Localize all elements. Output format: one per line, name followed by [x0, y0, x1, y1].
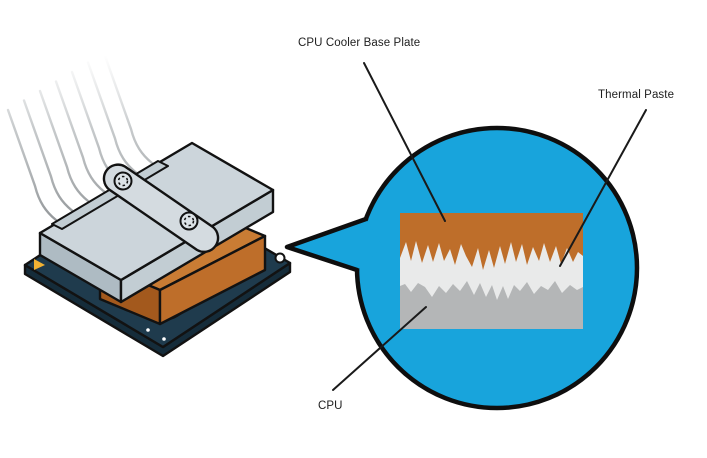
cpu-leader-line [332, 306, 427, 391]
pin1-marker-icon [34, 259, 45, 270]
cpu-label: CPU [318, 400, 343, 412]
thermal-paste-label: Thermal Paste [598, 89, 675, 101]
cpu-layer [400, 281, 583, 329]
callout-tail [287, 219, 383, 270]
bracket-screw-icon [179, 211, 199, 231]
magnifier-callout [284, 125, 640, 411]
leader-lines [332, 62, 647, 391]
base-plate-leader-line [363, 62, 446, 222]
socket-notch-icon [274, 252, 286, 264]
cross-section [400, 213, 583, 329]
bracket-screw-icon [113, 171, 133, 191]
base-plate-layer [400, 213, 583, 270]
thermal-paste-leader-line [559, 109, 647, 267]
base-plate-label: CPU Cooler Base Plate [298, 37, 421, 49]
cpu-cooler-illustration [6, 51, 292, 358]
mounting-bracket [102, 163, 220, 253]
